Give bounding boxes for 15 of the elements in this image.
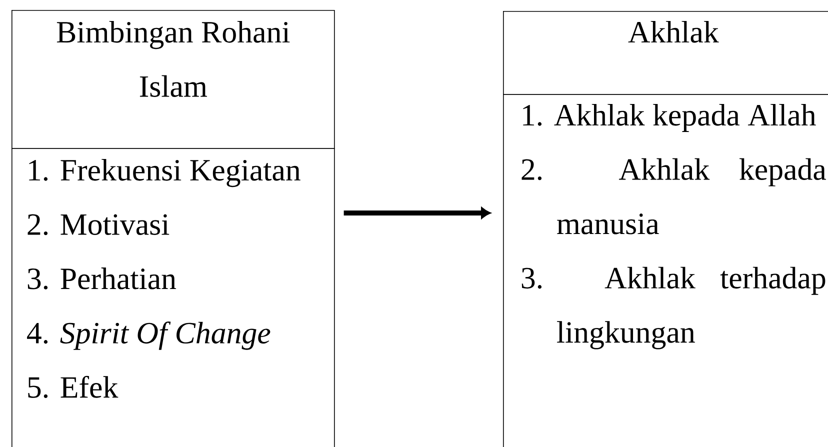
list-item: 2. Motivasi: [28, 214, 170, 236]
text-box: [12, 148, 335, 447]
list-item: 5. Efek: [28, 376, 118, 398]
list-item: 3. Akhlak terhadap lingkungan: [522, 266, 826, 350]
list-item: 4. Spirit Of Change: [27, 322, 270, 350]
arrow: [344, 208, 490, 218]
list-item: 1. Frekuensi Kegiatan: [29, 158, 300, 188]
list-item: 3. Perhatian: [28, 268, 176, 290]
list-item: 1. Akhlak kepada Allah: [523, 104, 816, 132]
list-item: 2. Akhlak kepada manusia: [522, 158, 826, 234]
heading: Bimbingan Rohani Islam: [56, 20, 290, 97]
text-box: [503, 11, 828, 95]
text-box: [503, 94, 828, 447]
heading: Akhlak: [628, 20, 719, 43]
text-box: [12, 10, 335, 149]
